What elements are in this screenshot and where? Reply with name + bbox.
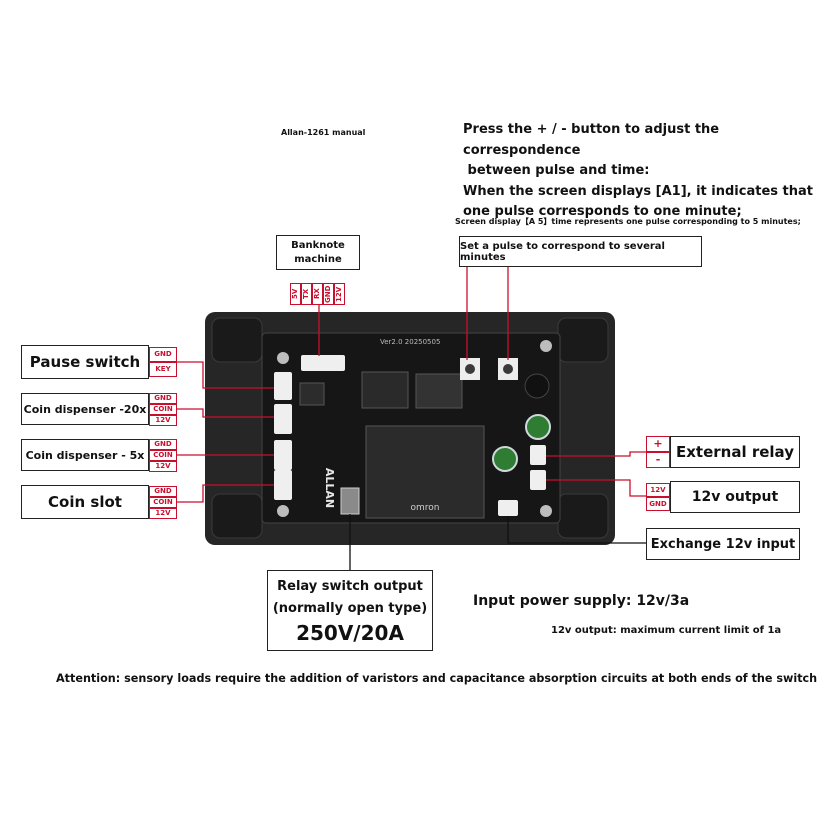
leader-pause xyxy=(176,361,274,389)
pin-tag: KEY xyxy=(149,362,177,377)
pin-tag: 12V xyxy=(149,415,177,426)
plus-button-cap xyxy=(465,364,475,374)
banknote-label-box: Banknote machine xyxy=(276,235,360,270)
mount-hole xyxy=(211,493,263,539)
leader-external-relay xyxy=(546,451,646,457)
screw xyxy=(277,505,289,517)
relay-output-box: Relay switch output (normally open type)… xyxy=(267,570,433,651)
pin-tag: 12V xyxy=(149,508,177,519)
set-pulse-label: Set a pulse to correspond to several min… xyxy=(460,240,665,263)
coin-slot-label: Coin slot xyxy=(21,485,149,519)
pin-tag: GND xyxy=(149,393,177,404)
pin-tag: GND xyxy=(646,497,670,511)
relay-module xyxy=(365,425,485,519)
attention-text: Attention: sensory loads require the add… xyxy=(56,672,818,685)
connector-banknote xyxy=(301,355,345,371)
coin-slot-pins: GND COIN 12V xyxy=(149,486,177,519)
output-12v-text: 12v output xyxy=(691,489,779,505)
connector-external-relay xyxy=(530,445,546,465)
output-limit-text: 12v output: maximum current limit of 1a xyxy=(551,625,782,636)
chip xyxy=(415,373,463,409)
pin-tag: 12V xyxy=(646,483,670,497)
pin-tag: GND xyxy=(149,486,177,497)
banknote-line-1: Banknote xyxy=(291,239,345,251)
relay-output-line-1: Relay switch output xyxy=(277,578,423,594)
connector-pause xyxy=(274,372,292,400)
capacitor xyxy=(525,414,551,440)
output-12v-pins: 12V GND xyxy=(646,483,670,511)
leader-lines xyxy=(176,267,646,503)
leader-12v-output xyxy=(546,479,646,497)
screw xyxy=(540,505,552,517)
capacitor xyxy=(492,446,518,472)
connector-dispenser-5x xyxy=(274,440,292,470)
screw xyxy=(540,340,552,352)
instruction-line-1: Press the + / - button to adjust the cor… xyxy=(463,122,720,158)
pin-tag: GND xyxy=(149,439,177,450)
set-pulse-box: Set a pulse to correspond to several min… xyxy=(459,236,702,267)
mount-hole xyxy=(557,317,609,363)
manual-title: Allan-1261 manual xyxy=(281,128,366,137)
instruction-line-4: one pulse corresponds to one minute; xyxy=(463,204,742,219)
buzzer xyxy=(524,373,550,399)
coin-dispenser-5x-label: Coin dispenser - 5x xyxy=(21,439,149,471)
connector-12v-input xyxy=(498,500,518,516)
external-relay-text: External relay xyxy=(676,443,794,461)
minus-button-cap xyxy=(503,364,513,374)
connector-coin-slot xyxy=(274,470,292,500)
pin-tag: COIN xyxy=(149,497,177,508)
pin-tag: COIN xyxy=(149,450,177,461)
external-relay-label: External relay xyxy=(670,436,800,468)
leader-coin-slot xyxy=(176,484,274,503)
leader-dispenser-20x xyxy=(176,408,274,418)
relay-marking: omron xyxy=(411,503,440,513)
input-power-text: Input power supply: 12v/3a xyxy=(473,593,690,609)
coin-dispenser-20x-label: Coin dispenser -20x xyxy=(21,393,149,425)
exchange-input-text: Exchange 12v input xyxy=(650,536,796,552)
external-relay-pins: + - xyxy=(646,436,670,468)
pause-switch-pins: GND KEY xyxy=(149,347,177,377)
pause-switch-label: Pause switch xyxy=(21,345,149,379)
output-12v-label: 12v output xyxy=(670,481,800,513)
pause-switch-text: Pause switch xyxy=(29,353,141,371)
relay-output-rating: 250V/20A xyxy=(296,620,404,645)
pin-tag: GND xyxy=(149,347,177,362)
connector-dispenser-20x xyxy=(274,404,292,434)
black-leader-lines xyxy=(349,514,646,570)
mount-hole xyxy=(557,493,609,539)
leader-12v-input xyxy=(507,516,646,544)
coin-dispenser-5x-pins: GND COIN 12V xyxy=(149,439,177,472)
pin-tag: 12V xyxy=(149,461,177,472)
coin-slot-text: Coin slot xyxy=(48,493,122,511)
instruction-text: Press the + / - button to adjust the cor… xyxy=(463,120,813,223)
connector-12v-output xyxy=(530,470,546,490)
relay-output-line-2: (normally open type) xyxy=(272,600,428,616)
coin-dispenser-5x-text: Coin dispenser - 5x xyxy=(25,448,145,462)
exchange-input-label: Exchange 12v input xyxy=(646,528,800,560)
coin-dispenser-20x-text: Coin dispenser -20x xyxy=(23,402,147,416)
banknote-line-2: machine xyxy=(294,253,342,265)
display-chip xyxy=(361,371,409,409)
brand-text: ALLAN xyxy=(323,468,336,508)
screen-display-note: Screen display【A 5】time represents one p… xyxy=(455,217,801,226)
instruction-line-3: When the screen displays [A1], it indica… xyxy=(463,183,813,199)
screw xyxy=(277,352,289,364)
instruction-line-2: between pulse and time: xyxy=(463,163,650,178)
version-text: Ver2.0 20250505 xyxy=(380,338,440,346)
pin-tag: - xyxy=(646,452,670,468)
pin-tag: COIN xyxy=(149,404,177,415)
chip xyxy=(299,382,325,406)
relay-terminal xyxy=(340,487,360,515)
pin-tag: + xyxy=(646,436,670,452)
coin-dispenser-20x-pins: GND COIN 12V xyxy=(149,393,177,426)
mount-hole xyxy=(211,317,263,363)
